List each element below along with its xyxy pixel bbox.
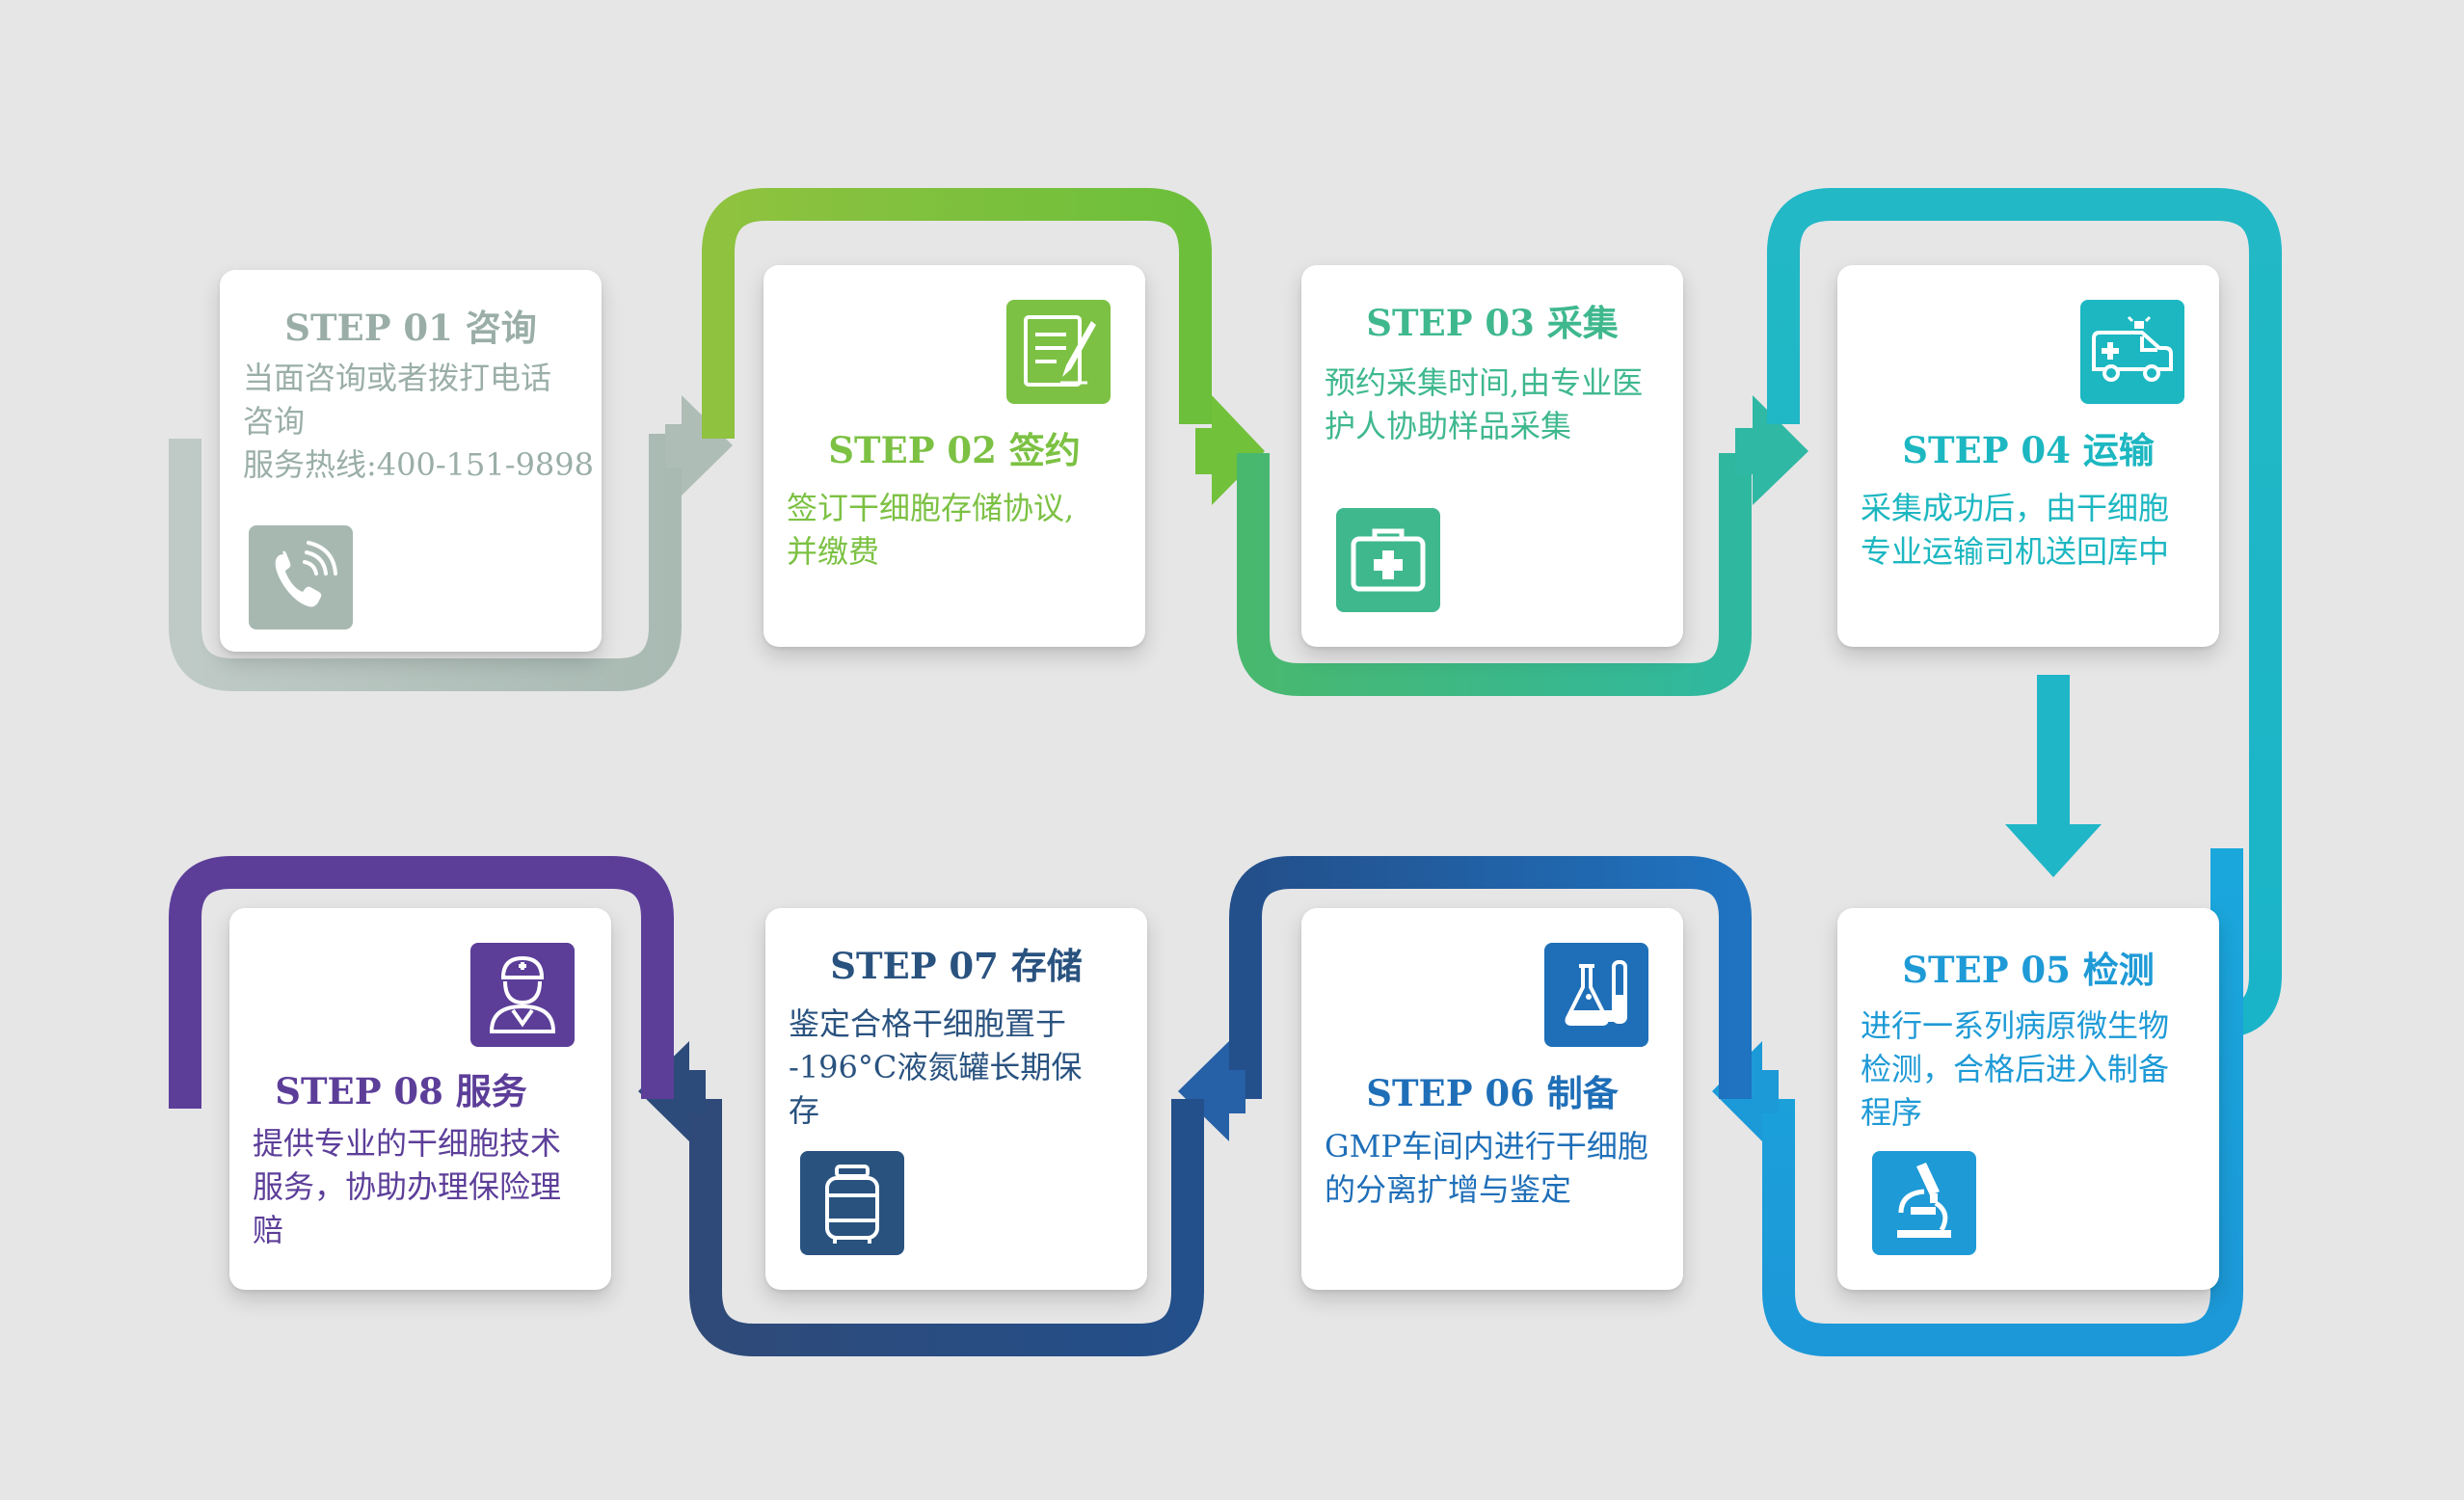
connector-path-5 <box>1762 848 2243 1356</box>
step-title: STEP 02 签约 <box>828 429 1081 471</box>
nitrogen-tank-icon <box>800 1151 904 1255</box>
contract-pen-icon <box>1006 300 1111 404</box>
step-card-05: STEP 05 检测 进行一系列病原微生物 检测，合格后进入制备 程序 <box>1837 908 2219 1290</box>
connector-arrow-3 <box>1735 395 1808 505</box>
step-card-01: STEP 01 咨询 当面咨询或者拨打电话 咨询 服务热线:400-151-98… <box>220 270 602 652</box>
step-description: 预约采集时间,由专业医 护人协助样品采集 <box>1325 364 1644 444</box>
step-title: STEP 05 检测 <box>1902 949 2155 991</box>
step-card-02: STEP 02 签约 签订干细胞存储协议, 并缴费 <box>763 265 1145 647</box>
lab-flask-icon <box>1544 943 1648 1047</box>
connector-arrow-1 <box>665 395 733 496</box>
connector-arrow-6 <box>1178 1041 1245 1141</box>
step-description: 当面咨询或者拨打电话 咨询 服务热线:400-151-9898 <box>243 360 595 483</box>
step-description: 采集成功后，由干细胞 专业运输司机送回库中 <box>1861 490 2170 570</box>
doctor-icon <box>470 943 575 1047</box>
step-title: STEP 08 服务 <box>275 1070 527 1112</box>
connector-path-3 <box>1237 453 1752 696</box>
connector-arrow-2 <box>1195 395 1265 505</box>
step-title: STEP 06 制备 <box>1366 1072 1619 1114</box>
step-card-04: STEP 04 运输 采集成功后，由干细胞 专业运输司机送回库中 <box>1837 265 2219 647</box>
step-card-08: STEP 08 服务 提供专业的干细胞技术 服务，协助办理保险理 赔 <box>229 908 611 1290</box>
step-description: 签订干细胞存储协议, 并缴费 <box>787 490 1075 570</box>
step-description: GMP车间内进行干细胞 的分离扩增与鉴定 <box>1325 1128 1648 1208</box>
connector-path-4 <box>1767 188 2282 1038</box>
connector-arrow-4 <box>2005 824 2102 877</box>
connector-path-7 <box>689 1099 1204 1356</box>
step-card-07: STEP 07 存储 鉴定合格干细胞置于 -196°C液氮罐长期保 存 <box>765 908 1147 1290</box>
connector-path-8 <box>169 856 674 1109</box>
connector-path-1 <box>169 434 682 691</box>
step-title: STEP 04 运输 <box>1902 429 2155 471</box>
first-aid-kit-icon <box>1336 508 1440 612</box>
step-description: 进行一系列病原微生物 检测，合格后进入制备 程序 <box>1861 1007 2170 1131</box>
step-title: STEP 01 咨询 <box>284 307 537 349</box>
connector-path-2 <box>702 188 1212 439</box>
microscope-icon <box>1872 1151 1976 1255</box>
step-title: STEP 07 存储 <box>830 945 1083 987</box>
step-description: 鉴定合格干细胞置于 -196°C液氮罐长期保 存 <box>789 1005 1083 1129</box>
phone-icon <box>249 525 353 629</box>
step-card-03: STEP 03 采集 预约采集时间,由专业医 护人协助样品采集 <box>1301 265 1683 647</box>
step-card-06: STEP 06 制备 GMP车间内进行干细胞 的分离扩增与鉴定 <box>1301 908 1683 1290</box>
step-title: STEP 03 采集 <box>1366 302 1619 344</box>
step-description: 提供专业的干细胞技术 服务，协助办理保险理 赔 <box>253 1125 562 1248</box>
ambulance-icon <box>2080 300 2184 404</box>
connector-path-6 <box>1229 856 1752 1099</box>
